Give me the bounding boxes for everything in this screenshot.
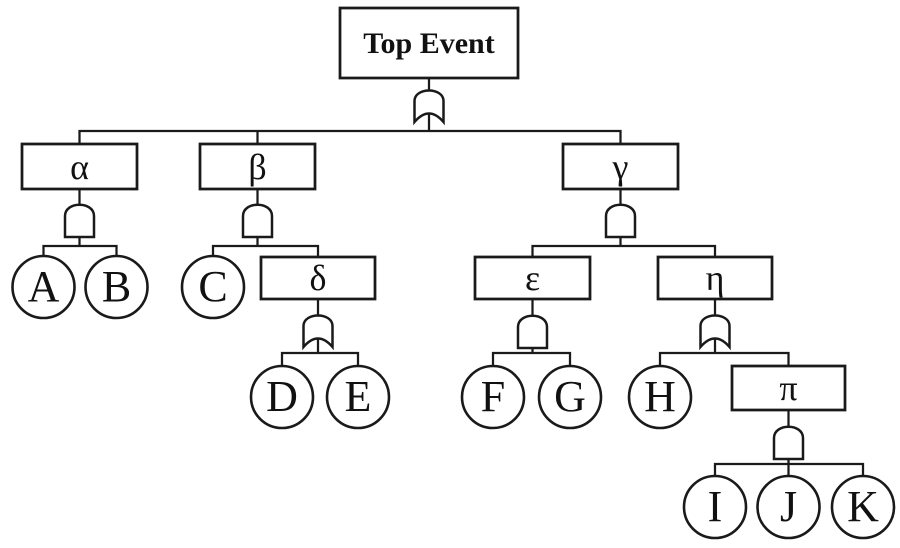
gate-symbols bbox=[63, 89, 805, 461]
or-gate-top bbox=[413, 89, 445, 126]
basic-event-label-J: J bbox=[780, 482, 797, 531]
basic-event-label-G: G bbox=[554, 372, 586, 421]
basic-event-label-E: E bbox=[345, 372, 372, 421]
and-gate-epsilon bbox=[516, 314, 549, 350]
basic-event-J bbox=[756, 474, 821, 540]
event-label-gamma: γ bbox=[612, 147, 629, 187]
or-gate-eta bbox=[699, 314, 731, 351]
basic-event-K bbox=[830, 474, 896, 540]
connector-top-level bbox=[78, 78, 622, 144]
event-box-delta bbox=[259, 255, 377, 301]
basic-event-C bbox=[180, 254, 246, 320]
and-gate-pi bbox=[772, 425, 805, 461]
basic-event-circles bbox=[11, 254, 896, 540]
basic-event-D bbox=[249, 364, 315, 430]
event-boxes bbox=[20, 6, 847, 412]
event-box-gamma bbox=[561, 142, 680, 191]
and-gate-beta bbox=[241, 203, 274, 239]
event-label-eta: η bbox=[706, 258, 725, 298]
event-label-pi: π bbox=[779, 368, 797, 408]
top-event-box bbox=[338, 6, 520, 80]
event-box-beta bbox=[198, 142, 317, 191]
basic-event-label-H: H bbox=[644, 372, 676, 421]
event-label-beta: β bbox=[248, 147, 266, 187]
basic-event-label-D: D bbox=[266, 372, 298, 421]
event-box-eta bbox=[656, 255, 774, 301]
or-gate-delta bbox=[302, 314, 334, 351]
basic-event-I bbox=[682, 474, 748, 540]
event-label-alpha: α bbox=[70, 147, 89, 187]
basic-event-label-F: F bbox=[481, 372, 505, 421]
top-event-label: Top Event bbox=[363, 27, 494, 60]
basic-event-B bbox=[84, 254, 149, 320]
basic-event-label-A: A bbox=[28, 262, 60, 311]
basic-event-E bbox=[325, 364, 391, 430]
basic-event-label-C: C bbox=[198, 262, 227, 311]
event-box-pi bbox=[730, 364, 847, 412]
basic-event-label-I: I bbox=[708, 482, 723, 531]
basic-event-G bbox=[537, 364, 603, 430]
event-box-alpha bbox=[20, 142, 139, 191]
and-gate-gamma bbox=[604, 203, 637, 239]
basic-event-label-B: B bbox=[102, 262, 131, 311]
event-label-epsilon: ε bbox=[525, 258, 540, 298]
event-box-epsilon bbox=[473, 255, 592, 301]
and-gate-alpha bbox=[63, 203, 96, 239]
basic-event-H bbox=[627, 364, 693, 430]
basic-event-F bbox=[460, 364, 526, 430]
basic-event-A bbox=[11, 254, 76, 320]
event-label-delta: δ bbox=[310, 258, 327, 298]
basic-event-label-K: K bbox=[847, 482, 879, 531]
event-labels: Top Event α β γ δ ε η π A B C D E F G H … bbox=[28, 27, 880, 531]
